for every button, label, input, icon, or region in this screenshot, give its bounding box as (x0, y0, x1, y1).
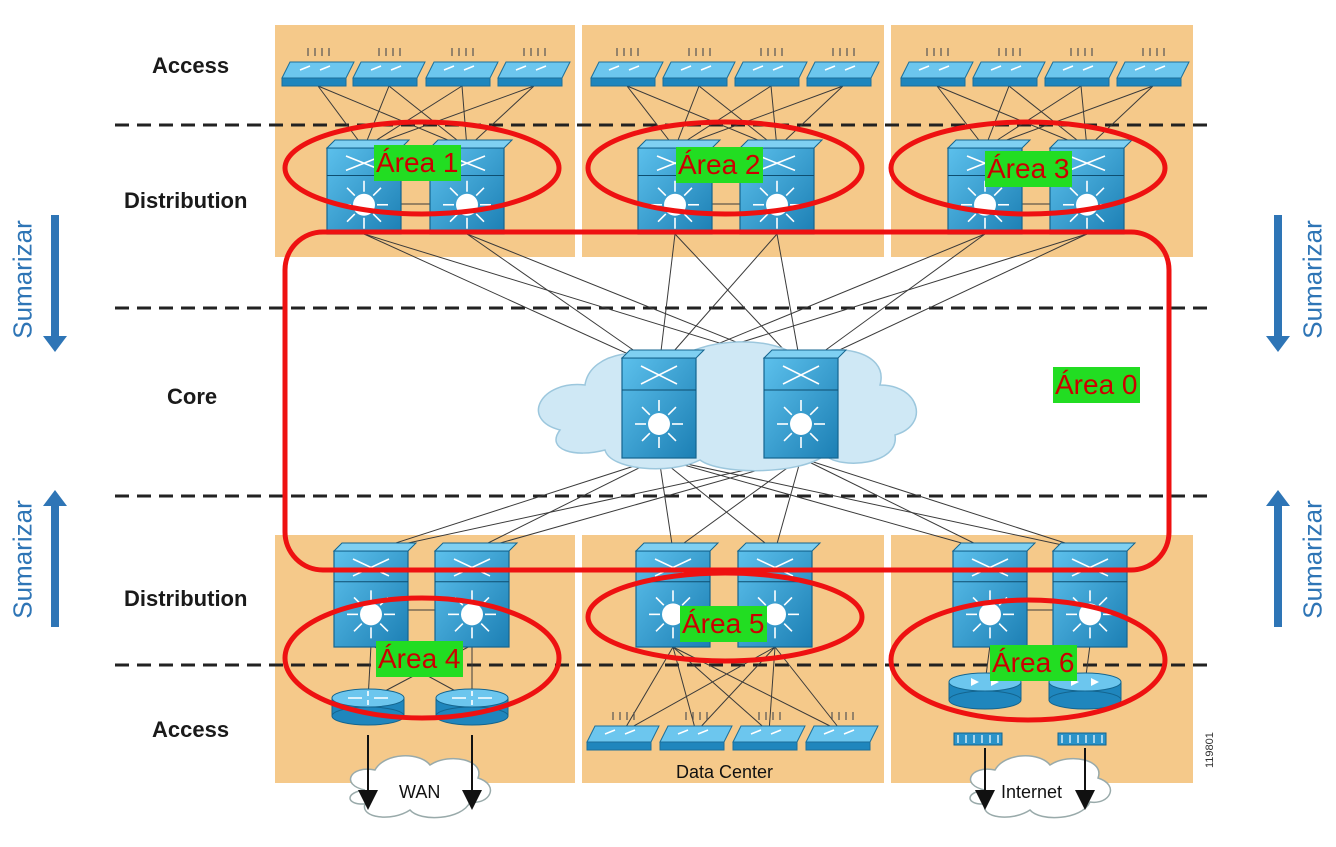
wan-router-1 (331, 688, 405, 726)
area3-outline (888, 119, 1168, 217)
access-switch-top-6 (662, 48, 736, 87)
distribution-switch-bottom-2 (433, 542, 519, 648)
area0-outline (282, 229, 1172, 573)
distribution-switch-bottom-5 (951, 542, 1037, 648)
access-switch-top-11 (1044, 48, 1118, 87)
access-switch-top-12 (1116, 48, 1190, 87)
summarize-label-top-right: Sumarizar (1297, 220, 1328, 339)
access-switch-top-7 (734, 48, 808, 87)
datacenter-access-switch-1 (586, 712, 660, 751)
internet-firewall-2 (1048, 672, 1122, 710)
area1-outline (282, 119, 562, 217)
distribution-switch-top-2 (428, 139, 514, 235)
datacenter-access-switch-4 (805, 712, 879, 751)
data-center-label: Data Center (676, 762, 774, 782)
wan-cloud (349, 755, 492, 819)
area4-outline (282, 595, 562, 721)
internet-firewall-1 (948, 672, 1022, 710)
layer-label-access-top: Access (152, 53, 230, 78)
access-switch-top-1 (281, 48, 355, 87)
layer-label-distribution-top: Distribution (124, 188, 248, 213)
area5-label: Área 5 (680, 606, 767, 642)
area-outlines (282, 119, 1172, 723)
core-switch-1 (620, 349, 706, 459)
datacenter-access-switch-2 (659, 712, 733, 751)
layer-label-access-bottom: Access (152, 717, 230, 742)
layer-label-core: Core (167, 384, 218, 409)
access-switch-top-5 (590, 48, 664, 87)
access-switch-top-4 (497, 48, 571, 87)
access-switch-top-3 (425, 48, 499, 87)
area2-label: Área 2 (676, 147, 763, 183)
area6-outline (888, 597, 1168, 723)
access-switch-top-10 (972, 48, 1046, 87)
datacenter-access-switch-3 (732, 712, 806, 751)
core-cloud (537, 341, 917, 472)
summarize-arrows (43, 215, 1290, 627)
internet-cloud-label: Internet (1001, 782, 1063, 802)
internet-firewall-base-2 (1057, 732, 1107, 746)
exit-arrows (358, 735, 1095, 810)
area2-outline (585, 119, 865, 217)
area0-label: Área 0 (1053, 367, 1140, 403)
internet-firewall-base-1 (953, 732, 1003, 746)
summarize-label-bottom-left: Sumarizar (7, 500, 38, 619)
area6-label: Área 6 (990, 645, 1077, 681)
access-switch-top-8 (806, 48, 880, 87)
distribution-switch-bottom-1 (332, 542, 418, 648)
access-switch-top-9 (900, 48, 974, 87)
area3-label: Área 3 (985, 151, 1072, 187)
distribution-switch-bottom-6 (1051, 542, 1137, 648)
summarize-label-top-left: Sumarizar (7, 220, 38, 339)
summarize-label-bottom-right: Sumarizar (1297, 500, 1328, 619)
layer-label-distribution-bottom: Distribution (124, 586, 248, 611)
top-block-3 (891, 25, 1193, 257)
area1-label: Área 1 (374, 145, 461, 181)
wan-cloud-label: WAN (399, 782, 441, 802)
devices-group (281, 48, 1190, 751)
core-switch-2 (762, 349, 848, 459)
figure-id: 119801 (1204, 732, 1216, 768)
area5-outline (585, 570, 865, 664)
access-switch-top-2 (352, 48, 426, 87)
area4-label: Área 4 (376, 641, 463, 677)
